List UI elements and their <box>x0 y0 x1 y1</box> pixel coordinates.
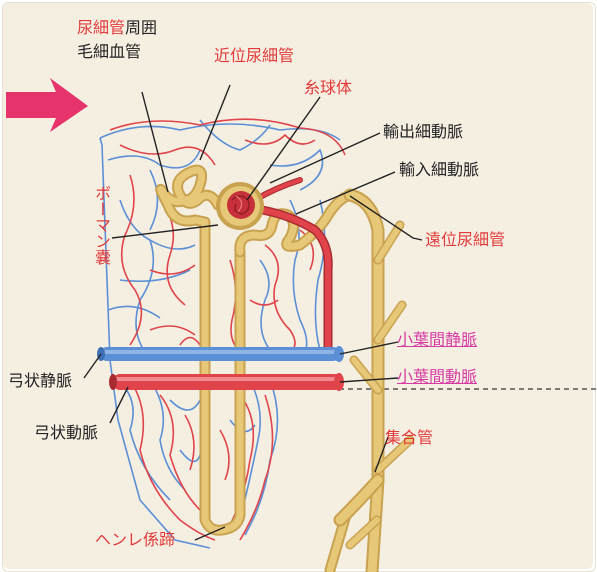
bowman-capsule-label: ボーマン嚢 <box>90 185 110 265</box>
arcuate-artery <box>112 374 342 390</box>
arcuate-artery-end <box>109 374 117 390</box>
bowman-capsule <box>216 182 264 230</box>
peritubular-label-black: 周囲 <box>125 18 157 37</box>
peritubular-capillary-label-line2: 毛細血管 <box>77 42 141 62</box>
peritubular-label-red: 尿細管 <box>77 18 125 37</box>
efferent-arteriole-label: 輸出細動脈 <box>383 122 463 142</box>
interlobular-vein-label[interactable]: 小葉間静脈 <box>397 330 477 350</box>
arcuate-artery-label: 弓状動脈 <box>34 423 98 443</box>
peritubular-capillary-label: 尿細管周囲 <box>77 18 157 38</box>
arcuate-vein-label: 弓状静脈 <box>8 371 72 391</box>
interlobular-artery-label[interactable]: 小葉間動脈 <box>397 367 477 387</box>
background <box>3 3 593 569</box>
collecting-duct-label: 集合管 <box>385 428 433 448</box>
bowman-capsule-text: ボーマン嚢 <box>90 185 112 265</box>
proximal-tubule-label: 近位尿細管 <box>214 46 294 66</box>
afferent-arteriole-label: 輸入細動脈 <box>399 160 479 180</box>
distal-tubule-label: 遠位尿細管 <box>425 230 505 250</box>
glomerulus-label: 糸球体 <box>304 78 352 98</box>
loop-of-henle-label: ヘンレ係蹄 <box>95 530 175 550</box>
arcuate-vein <box>100 347 340 361</box>
